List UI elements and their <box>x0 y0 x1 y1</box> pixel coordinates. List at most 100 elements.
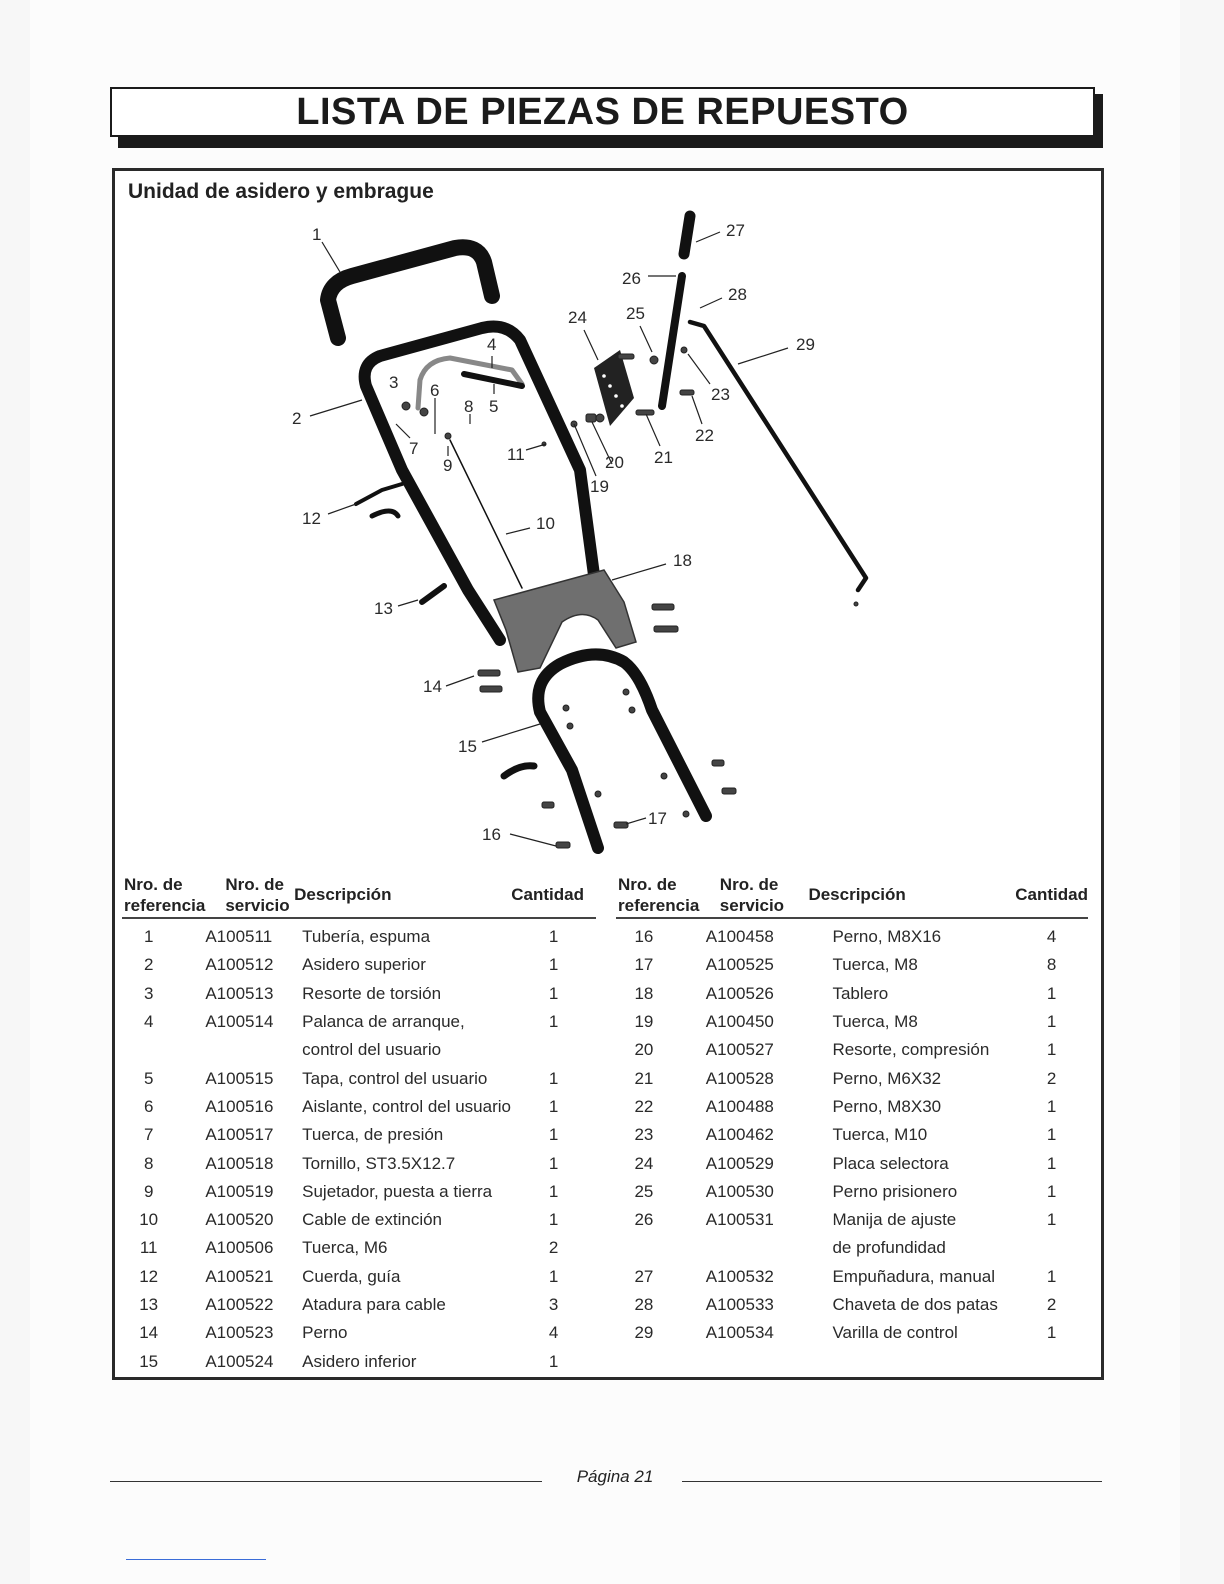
part-ref: 5 <box>143 1068 154 1088</box>
part-description: Perno, M6X32 <box>832 1068 942 1088</box>
part-quantity: 1 <box>548 1351 559 1371</box>
part-description: Tuerca, M8 <box>832 955 918 975</box>
callout-2: 2 <box>292 409 301 428</box>
part-quantity: 1 <box>1046 1040 1057 1060</box>
part-ref: 13 <box>139 1295 159 1314</box>
page-title: LISTA DE PIEZAS DE REPUESTO <box>296 90 909 133</box>
selector-plate-part <box>594 350 634 426</box>
part-ref <box>122 1036 205 1064</box>
part-quantity: 1 <box>548 1153 559 1173</box>
part-quantity: 1 <box>1046 1266 1057 1286</box>
part-ref: 2 <box>143 955 154 975</box>
part-quantity: 8 <box>1046 955 1057 975</box>
depth-handle-part <box>658 272 686 410</box>
part-description: Tuerca, M10 <box>832 1125 928 1145</box>
cable-part <box>449 439 523 589</box>
callout-23: 23 <box>711 385 730 404</box>
part-service-number: A100523 <box>205 1323 274 1343</box>
cover-part <box>461 371 525 389</box>
part-description: Empuñadura, manual <box>832 1266 995 1286</box>
part-quantity: 1 <box>1046 983 1057 1003</box>
callout-25: 25 <box>626 304 645 323</box>
part-quantity: 1 <box>548 983 559 1003</box>
part-ref: 20 <box>634 1040 654 1060</box>
part-quantity: 4 <box>1046 927 1057 947</box>
part-ref: 23 <box>634 1125 654 1145</box>
part-service-number: A100528 <box>705 1068 774 1088</box>
part-ref: 1 <box>143 927 154 947</box>
part-service-number: A100524 <box>205 1351 274 1371</box>
callout-4: 4 <box>487 335 496 354</box>
part-quantity: 1 <box>1046 1096 1057 1116</box>
part-quantity: 2 <box>548 1238 559 1258</box>
part-service-number: A100530 <box>705 1181 774 1201</box>
part-service-number: A100526 <box>705 983 774 1003</box>
callout-24: 24 <box>568 308 587 327</box>
part-service-number: A100525 <box>705 955 774 975</box>
part-ref: 27 <box>634 1266 654 1286</box>
part-quantity: 1 <box>1046 1012 1057 1032</box>
part-description: Cuerda, guía <box>302 1266 401 1286</box>
part-ref: 22 <box>634 1096 654 1116</box>
part-quantity: 1 <box>548 1125 559 1145</box>
callout-3: 3 <box>389 373 398 392</box>
part-description: Perno <box>302 1323 348 1343</box>
part-quantity: 1 <box>548 1266 559 1286</box>
part-service-number: A100515 <box>205 1068 274 1088</box>
part-service-number: A100458 <box>705 927 774 947</box>
grip-part <box>678 210 696 260</box>
part-quantity: 1 <box>548 955 559 975</box>
callout-16: 16 <box>482 825 501 844</box>
part-description: Tuerca, M6 <box>302 1238 388 1258</box>
callout-6: 6 <box>430 381 439 400</box>
part-ref: 24 <box>634 1153 654 1173</box>
part-service-number: A100488 <box>705 1096 774 1116</box>
part-quantity: 3 <box>548 1295 559 1314</box>
part-quantity: 1 <box>548 1181 559 1201</box>
part-ref: 4 <box>143 1012 154 1032</box>
header-description: Descripción <box>808 874 1016 919</box>
part-ref: 12 <box>139 1266 159 1286</box>
callout-12: 12 <box>302 509 321 528</box>
part-description: Cable de extinción <box>302 1210 443 1230</box>
part-description: Resorte de torsión <box>302 983 442 1003</box>
start-lever-part <box>415 355 525 411</box>
header-quantity: Cantidad <box>1015 874 1088 919</box>
page-number: Página 21 <box>576 1467 654 1486</box>
part-description: Tornillo, ST3.5X12.7 <box>302 1153 456 1173</box>
part-quantity: 1 <box>1046 1153 1057 1173</box>
part-ref: 28 <box>634 1295 654 1314</box>
link-underline <box>126 1559 266 1560</box>
callout-28: 28 <box>728 285 747 304</box>
part-description: Tuerca, M8 <box>832 1012 918 1032</box>
part-quantity: 1 <box>1046 1181 1057 1201</box>
part-description: Varilla de control <box>832 1323 958 1343</box>
title-banner: LISTA DE PIEZAS DE REPUESTO <box>110 87 1095 137</box>
table-row: de profundidad <box>616 1234 1088 1262</box>
footer-rule-left <box>110 1481 542 1482</box>
callout-1: 1 <box>312 225 321 244</box>
part-service-number <box>205 1036 290 1064</box>
part-quantity: 1 <box>548 1068 559 1088</box>
part-ref <box>616 1234 702 1262</box>
part-ref: 19 <box>634 1012 654 1032</box>
